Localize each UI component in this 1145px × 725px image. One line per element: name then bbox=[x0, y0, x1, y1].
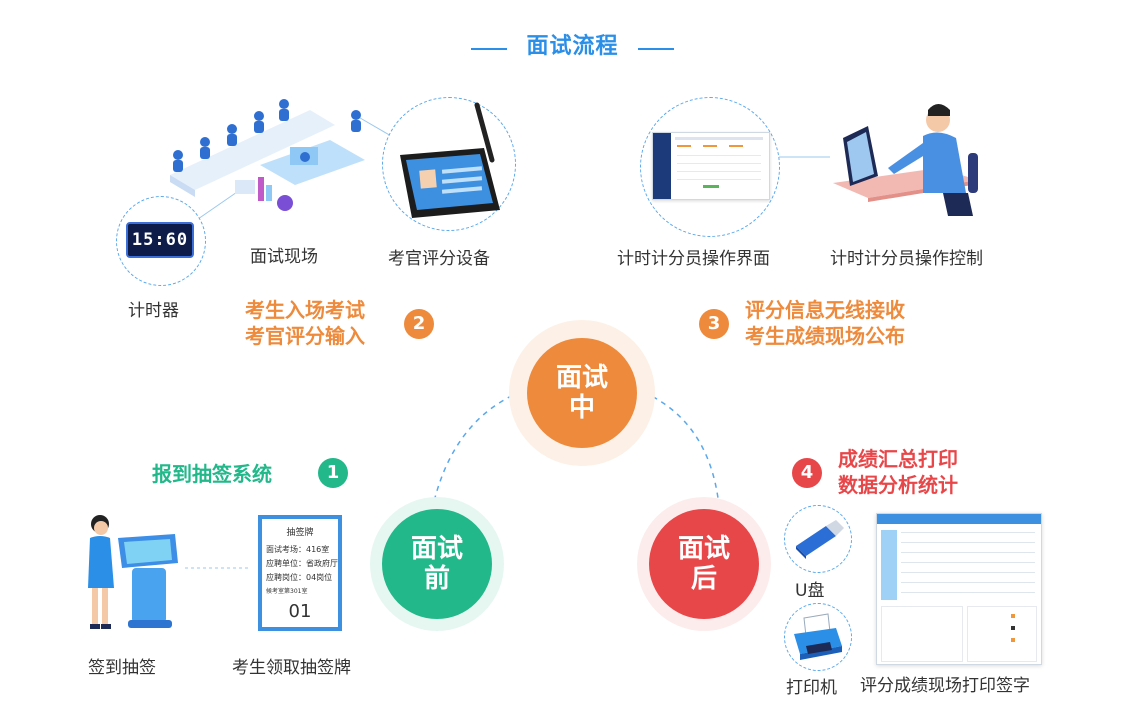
step-4-badge: 4 bbox=[792, 458, 822, 488]
lottery-card: 抽签牌 面试考场：416室 应聘单位：省政府厅 应聘岗位：04岗位 候考室第30… bbox=[258, 515, 342, 631]
step-3-line-2: 考生成绩现场公布 bbox=[745, 324, 905, 348]
step-2-line-2: 考官评分输入 bbox=[245, 324, 365, 348]
label-usb: U盘 bbox=[795, 581, 825, 601]
step-3-badge: 3 bbox=[699, 309, 729, 339]
step-4-line-2: 数据分析统计 bbox=[838, 473, 958, 497]
timer-display: 15:60 bbox=[131, 230, 189, 250]
label-exam-site: 面试现场 bbox=[250, 247, 318, 267]
step-3-line-1: 评分信息无线接收 bbox=[745, 298, 905, 322]
step-2-badge: 2 bbox=[404, 309, 434, 339]
exam-site-illustration bbox=[160, 85, 380, 225]
lottery-card-post: 应聘岗位：04岗位 bbox=[266, 573, 333, 582]
label-print-sign: 评分成绩现场打印签字 bbox=[860, 676, 1030, 696]
score-report-sheet bbox=[876, 513, 1042, 665]
lottery-card-unit: 应聘单位：省政府厅 bbox=[266, 559, 338, 568]
lottery-card-heading: 抽签牌 bbox=[286, 528, 314, 538]
label-operator-control: 计时计分员操作控制 bbox=[830, 249, 983, 269]
lottery-card-note: 候考室第301室 bbox=[266, 588, 308, 595]
title-bar: 面试流程 bbox=[0, 28, 1145, 60]
page-title: 面试流程 bbox=[526, 34, 619, 59]
label-take-card: 考生领取抽签牌 bbox=[232, 658, 351, 678]
title-line-right bbox=[637, 47, 674, 50]
usb-icon bbox=[790, 516, 846, 564]
label-checkin: 签到抽签 bbox=[88, 658, 156, 678]
stage-during: 面试 中 bbox=[527, 338, 637, 448]
label-operator-ui: 计时计分员操作界面 bbox=[617, 249, 770, 269]
timer-device: 15:60 bbox=[126, 222, 194, 258]
step-1-text: 报到抽签系统 bbox=[152, 462, 272, 486]
step-4-line-1: 成绩汇总打印 bbox=[838, 447, 958, 471]
step-2-line-1: 考生入场考试 bbox=[245, 298, 365, 322]
label-scoring-device: 考官评分设备 bbox=[388, 249, 490, 269]
label-timer: 计时器 bbox=[128, 301, 179, 321]
printer-icon bbox=[790, 612, 846, 666]
step-4-text: 成绩汇总打印 数据分析统计 bbox=[838, 446, 958, 498]
step-3-text: 评分信息无线接收 考生成绩现场公布 bbox=[745, 297, 905, 349]
stage-before: 面试 前 bbox=[382, 509, 492, 619]
label-printer: 打印机 bbox=[786, 678, 837, 698]
lottery-card-room: 面试考场：416室 bbox=[266, 545, 330, 554]
operator-ui-screenshot bbox=[652, 132, 770, 200]
step-1-badge: 1 bbox=[318, 458, 348, 488]
kiosk-illustration bbox=[80, 508, 190, 642]
lottery-card-number: 01 bbox=[288, 601, 312, 622]
step-2-text: 考生入场考试 考官评分输入 bbox=[245, 297, 365, 349]
title-line-left bbox=[471, 47, 508, 50]
operator-control-illustration bbox=[828, 98, 1018, 222]
scoring-tablet-icon bbox=[392, 100, 507, 224]
stage-after: 面试 后 bbox=[649, 509, 759, 619]
